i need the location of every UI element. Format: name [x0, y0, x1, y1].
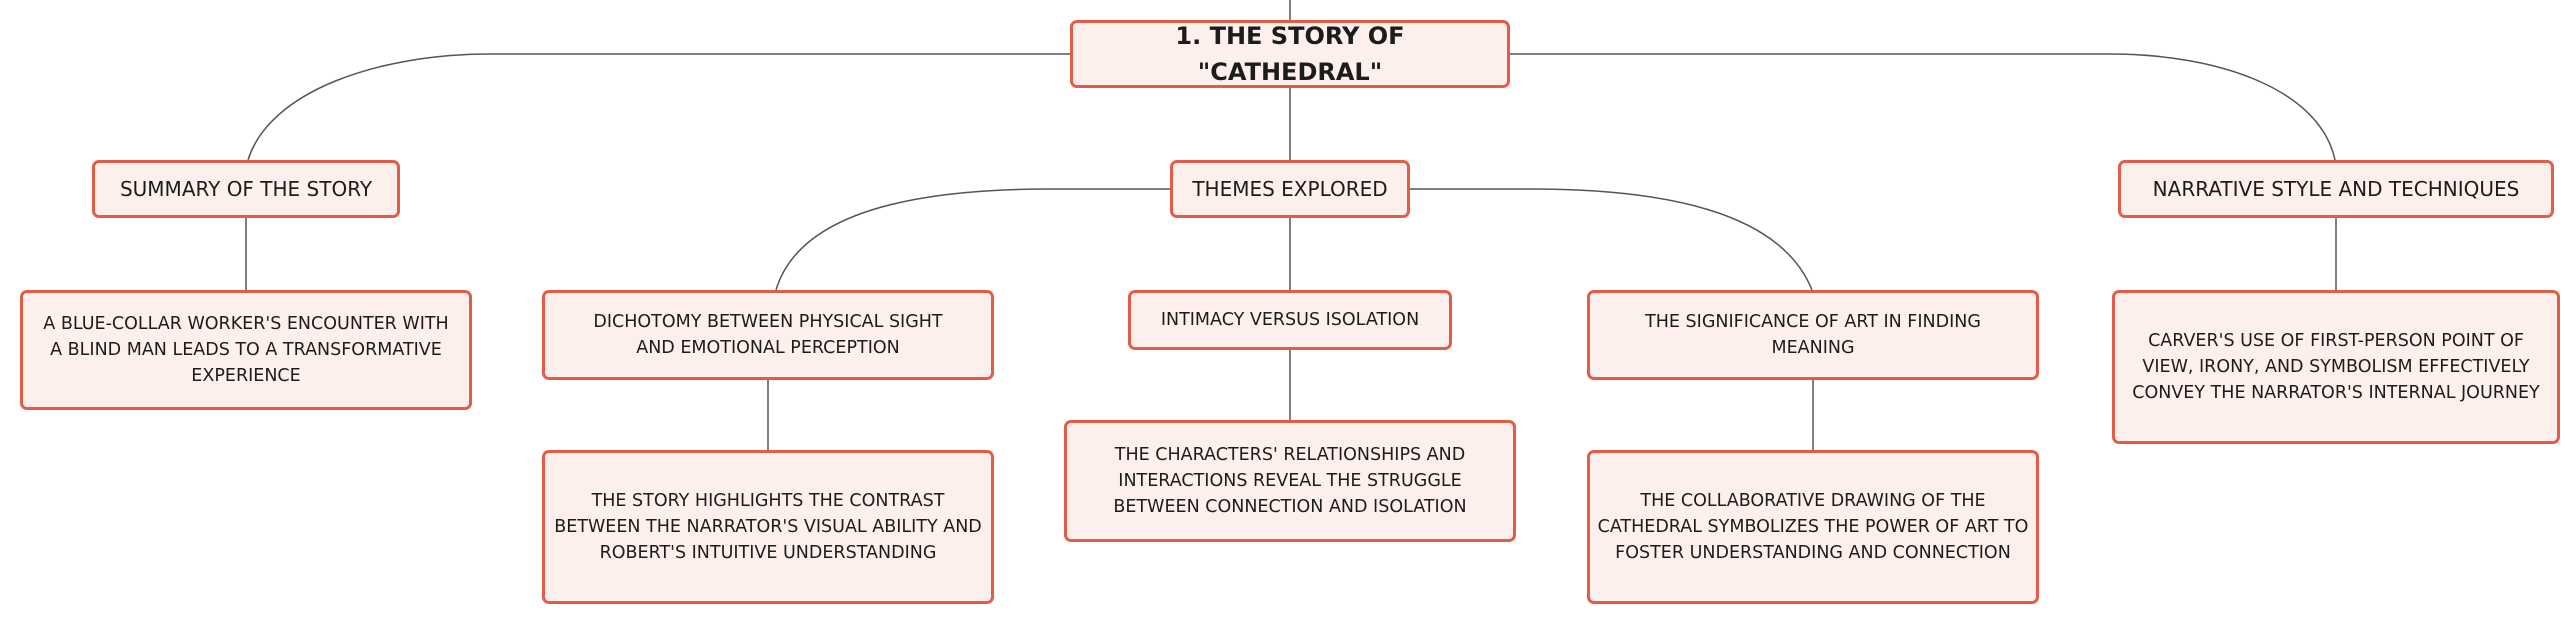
connector-themes-art: [1410, 188, 1813, 291]
narrative-detail-text: CARVER'S USE OF FIRST-PERSON POINT OF VI…: [2132, 330, 2540, 404]
subtopic-art-label: THE SIGNIFICANCE OF ART IN FINDING MEANI…: [1645, 311, 1981, 358]
connector-root-narrative: [1510, 53, 2336, 161]
summary-detail-text: A BLUE-COLLAR WORKER'S ENCOUNTER WITH A …: [43, 313, 449, 387]
subtopic-art[interactable]: THE SIGNIFICANCE OF ART IN FINDING MEANI…: [1587, 290, 2039, 380]
subtopic-intimacy-detail[interactable]: THE CHARACTERS' RELATIONSHIPS AND INTERA…: [1064, 420, 1516, 542]
subtopic-art-detail[interactable]: THE COLLABORATIVE DRAWING OF THE CATHEDR…: [1587, 450, 2039, 604]
subtopic-dichotomy[interactable]: DICHOTOMY BETWEEN PHYSICAL SIGHT AND EMO…: [542, 290, 994, 380]
subtopic-intimacy-label: INTIMACY VERSUS ISOLATION: [1160, 309, 1420, 330]
subtopic-intimacy-detail-text: THE CHARACTERS' RELATIONSHIPS AND INTERA…: [1113, 444, 1467, 518]
topic-summary[interactable]: SUMMARY OF THE STORY: [92, 160, 400, 218]
topic-summary-label: SUMMARY OF THE STORY: [119, 177, 373, 201]
topic-narrative[interactable]: NARRATIVE STYLE AND TECHNIQUES: [2118, 160, 2554, 218]
central-topic-label: 1. THE STORY OF "CATHEDRAL": [1175, 22, 1405, 86]
topic-themes-label: THEMES EXPLORED: [1192, 177, 1388, 201]
subtopic-intimacy[interactable]: INTIMACY VERSUS ISOLATION: [1128, 290, 1452, 350]
connector-themes-dichotomy: [775, 188, 1170, 291]
subtopic-art-detail-text: THE COLLABORATIVE DRAWING OF THE CATHEDR…: [1597, 490, 2029, 564]
topic-themes[interactable]: THEMES EXPLORED: [1170, 160, 1410, 218]
subtopic-dichotomy-label: DICHOTOMY BETWEEN PHYSICAL SIGHT AND EMO…: [593, 311, 943, 358]
subtopic-dichotomy-detail[interactable]: THE STORY HIGHLIGHTS THE CONTRAST BETWEE…: [542, 450, 994, 604]
connector-root-summary: [247, 53, 1070, 161]
subtopic-dichotomy-detail-text: THE STORY HIGHLIGHTS THE CONTRAST BETWEE…: [554, 490, 982, 564]
topic-narrative-label: NARRATIVE STYLE AND TECHNIQUES: [2152, 177, 2520, 201]
narrative-detail[interactable]: CARVER'S USE OF FIRST-PERSON POINT OF VI…: [2112, 290, 2560, 444]
central-topic[interactable]: 1. THE STORY OF "CATHEDRAL": [1070, 20, 1510, 88]
summary-detail[interactable]: A BLUE-COLLAR WORKER'S ENCOUNTER WITH A …: [20, 290, 472, 410]
